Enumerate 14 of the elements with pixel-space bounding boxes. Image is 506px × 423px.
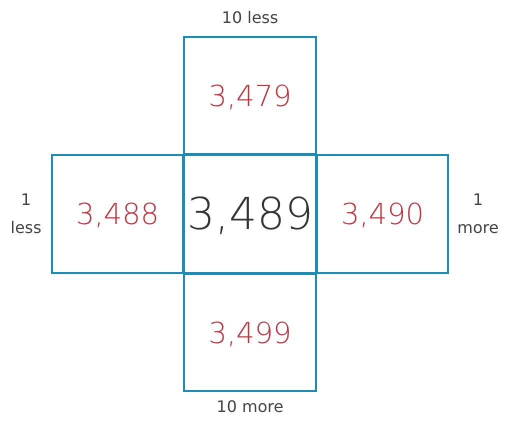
number-text: 3,488 xyxy=(76,197,160,231)
number-text: 3,479 xyxy=(208,78,292,112)
number-box xyxy=(183,273,317,392)
box-caption: 1 more xyxy=(456,189,500,239)
number-box xyxy=(183,154,317,274)
number-text: 3,499 xyxy=(208,316,292,350)
box-caption: 1 less xyxy=(10,189,42,239)
number-box xyxy=(183,36,317,155)
box-caption: 10 more xyxy=(216,396,284,418)
number-text: 3,489 xyxy=(187,188,313,240)
number-text: 3,490 xyxy=(340,197,424,231)
box-caption: 10 less xyxy=(220,7,280,29)
number-box xyxy=(316,154,449,274)
number-box xyxy=(51,154,184,274)
